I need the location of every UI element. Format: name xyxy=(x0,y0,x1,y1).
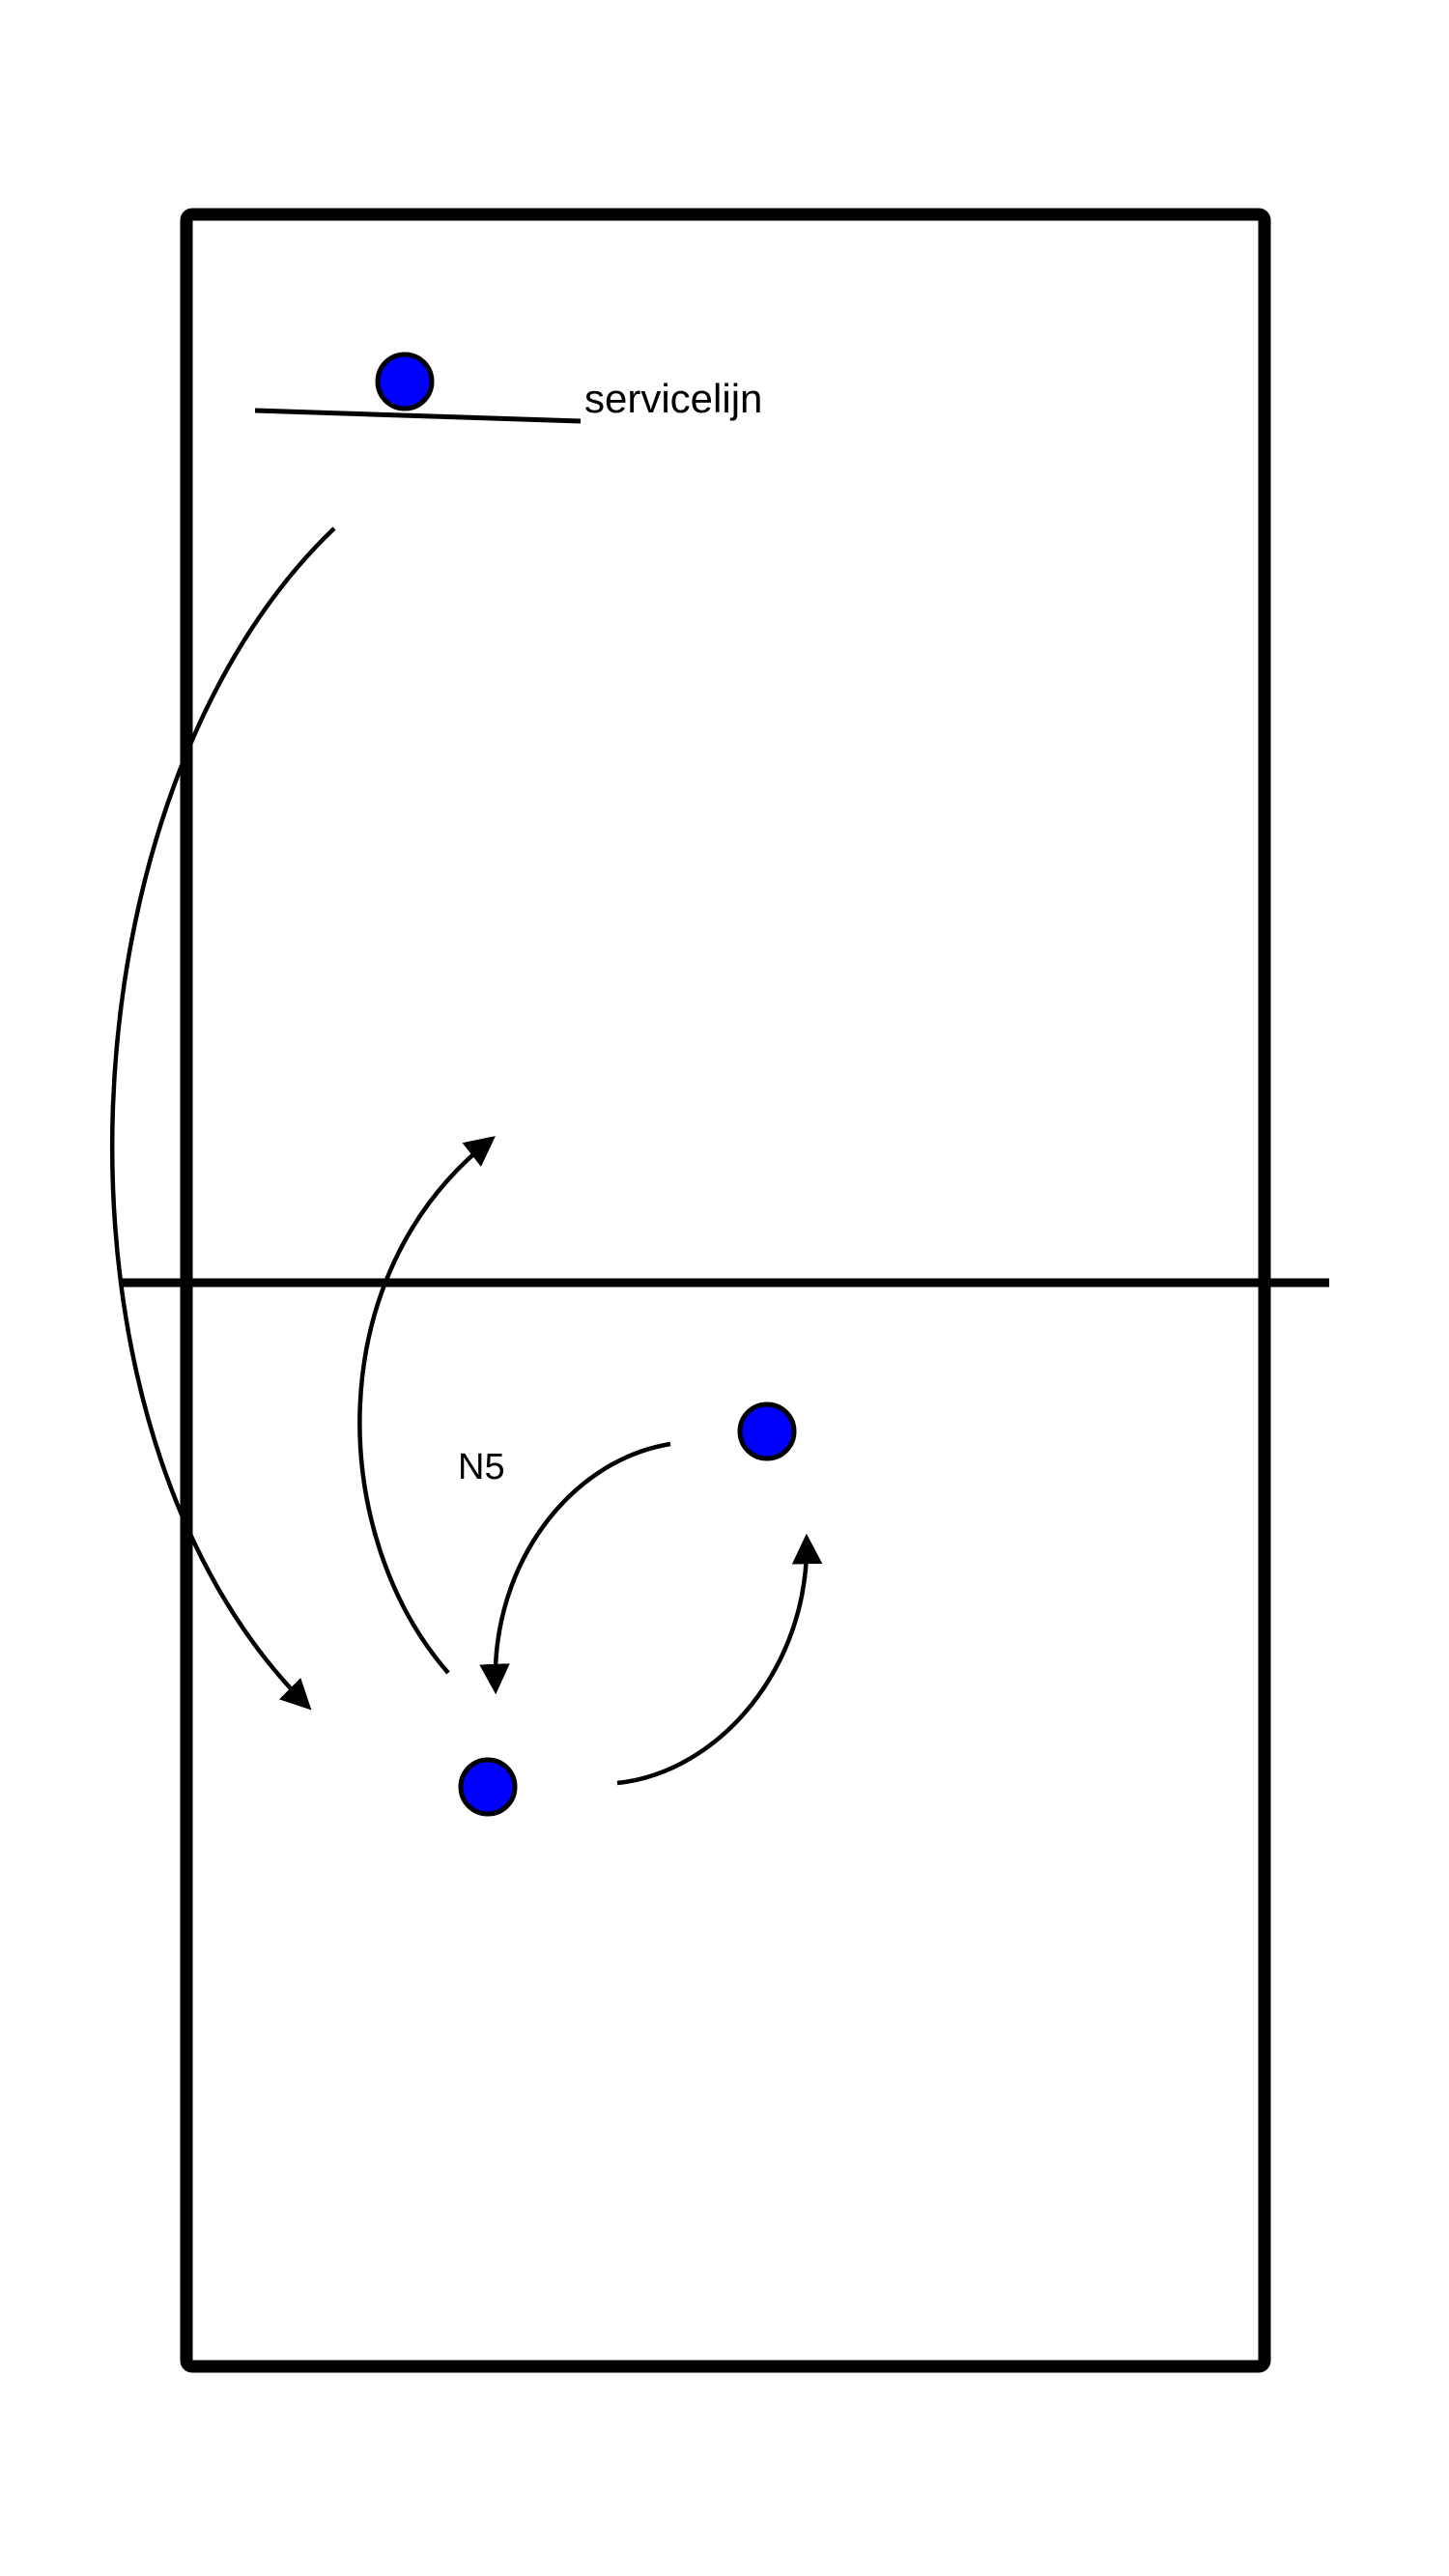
player-bottom xyxy=(458,1757,518,1817)
movement-arrow-over-net xyxy=(357,1136,496,1675)
player-server xyxy=(375,352,435,411)
movement-arrow-long xyxy=(110,526,336,1711)
court-boundary xyxy=(180,208,1271,2373)
service-line xyxy=(254,408,582,424)
movement-arrow-to-right-player xyxy=(616,1533,823,1786)
position-label: N5 xyxy=(458,1447,505,1487)
movement-arrow-to-bottom-player xyxy=(479,1441,671,1695)
player-right xyxy=(737,1401,797,1461)
service-line-label: servicelijn xyxy=(584,376,762,421)
